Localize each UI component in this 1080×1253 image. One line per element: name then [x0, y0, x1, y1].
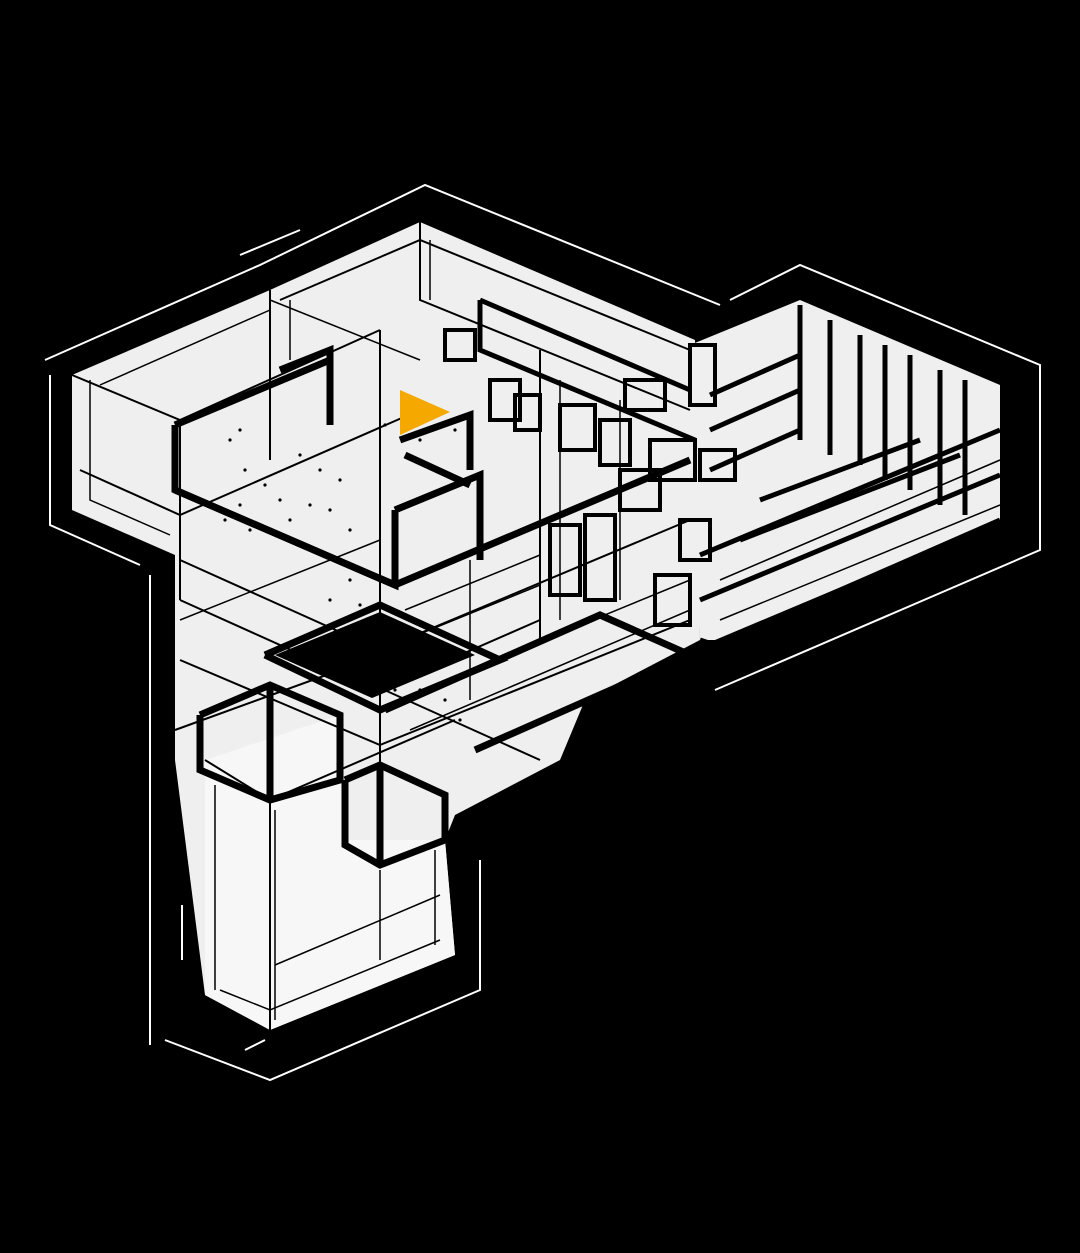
nested-boxes [443, 328, 737, 627]
right-wing-frames [477, 297, 1002, 648]
speckle-dot [418, 688, 422, 692]
speckle-dot [428, 658, 432, 662]
speckle-dot [328, 508, 332, 512]
speckle-dot [358, 603, 362, 607]
speckle-dot [223, 518, 227, 522]
speckle-dot [453, 428, 457, 432]
speckle-dot [288, 518, 292, 522]
speckle-dot [318, 468, 322, 472]
speckle-dot [278, 498, 282, 502]
speckle-dot [408, 663, 412, 667]
dark-floor-panel [275, 612, 475, 698]
speckle-dot [243, 468, 247, 472]
speckle-dot [298, 453, 302, 457]
speckle-dot [458, 718, 462, 722]
thin-lines [89, 240, 1001, 1020]
speckle-dot [238, 503, 242, 507]
speckles [223, 423, 462, 722]
heavy-frames [56, 201, 1034, 1074]
speckle-dot [383, 423, 387, 427]
speckle-dot [328, 598, 332, 602]
speckle-dot [248, 528, 252, 532]
speckle-dot [238, 428, 242, 432]
speckle-dot [418, 438, 422, 442]
speckle-dot [228, 438, 232, 442]
speckle-dot [393, 688, 397, 692]
speckle-dot [443, 698, 447, 702]
speckle-dot [308, 503, 312, 507]
speckle-dot [263, 483, 267, 487]
accent-triangle [400, 390, 450, 435]
speckle-dot [348, 578, 352, 582]
outer-edge-strokes [44, 183, 1041, 1082]
speckle-dot [348, 528, 352, 532]
speckle-dot [338, 478, 342, 482]
